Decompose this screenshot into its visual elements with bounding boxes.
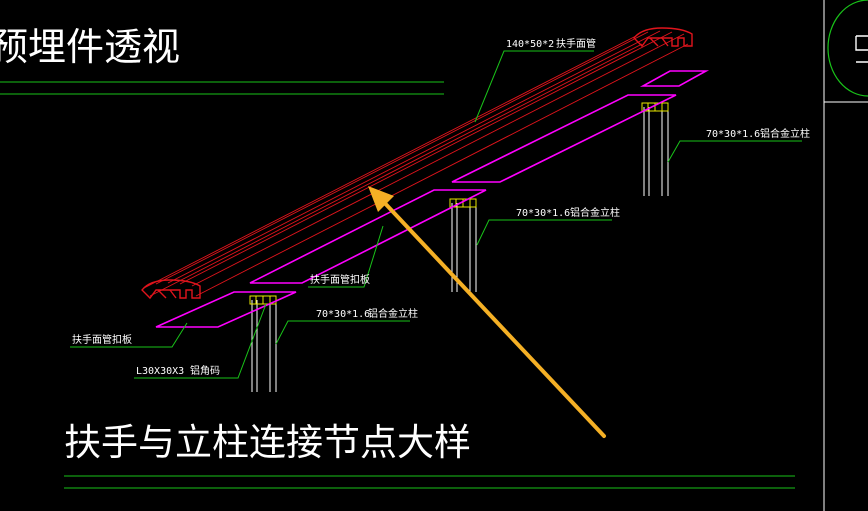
leader-post-left: [275, 320, 410, 345]
handrail-tube: [143, 30, 689, 297]
cover-plate-segments: [155, 70, 710, 328]
angle-bracket-left: [249, 295, 277, 305]
label-post-name-middle: 铝合金立柱: [570, 206, 620, 219]
cover-plate-segment-4: [639, 70, 710, 87]
pointer-arrow: [368, 186, 606, 438]
label-cover-plate-middle: 扶手面管扣板: [310, 273, 370, 286]
angle-bracket-middle: [449, 198, 477, 208]
label-angle-name: 铝角码: [190, 365, 220, 377]
label-post-name-right: 铝合金立柱: [760, 127, 810, 140]
detail-index-glyph: [855, 35, 868, 63]
label-angle-spec: L30X30X3: [136, 366, 184, 377]
label-post-name-left: 铝合金立柱: [368, 307, 418, 320]
label-post-spec-middle: 70*30*1.6: [516, 208, 570, 219]
leader-cover-middle: [308, 225, 384, 288]
aluminum-post-left: [251, 298, 277, 392]
leader-handrail: [474, 50, 594, 123]
bottom-title: 扶手与立柱连接节点大样: [64, 421, 471, 464]
label-post-spec-left: 70*30*1.6: [316, 309, 370, 320]
label-post-spec-right: 70*30*1.6: [706, 129, 760, 140]
handrail-end-section-left: [141, 279, 201, 300]
label-cover-plate-left: 扶手面管扣板: [72, 333, 132, 346]
leader-angle: [134, 303, 267, 379]
leader-post-right: [667, 140, 802, 163]
label-handrail-name: 扶手面管: [556, 37, 596, 50]
cover-plate-segment-1: [155, 291, 297, 328]
leader-cover-left: [70, 322, 188, 348]
top-title: 预埋件透视: [0, 25, 180, 69]
cover-plate-segment-3: [451, 94, 677, 183]
detail-index-circle: [827, 0, 868, 97]
cover-plate-segment-2: [249, 189, 487, 284]
handrail-end-section-right: [633, 27, 693, 48]
label-handrail-spec: 140*50*2: [506, 39, 554, 50]
angle-bracket-right: [641, 102, 669, 112]
leader-post-middle: [476, 219, 612, 246]
leader-lines: [70, 50, 802, 379]
aluminum-post-right: [643, 105, 669, 196]
